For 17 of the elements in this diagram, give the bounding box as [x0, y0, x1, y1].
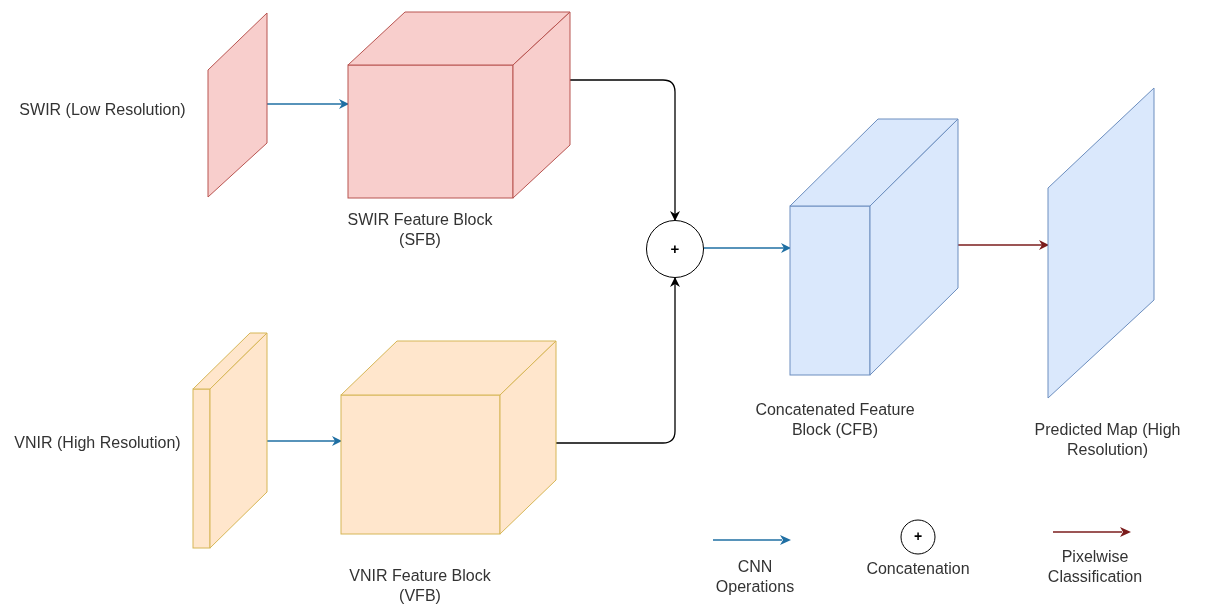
legend-label: CNN Operations — [714, 557, 796, 597]
plus-sign: + — [912, 529, 924, 544]
legend-label: Concatenation — [865, 559, 971, 579]
arrow — [569, 79, 680, 221]
node-label: VNIR (High Resolution) — [13, 433, 182, 453]
node-label: VNIR Feature Block (VFB) — [348, 566, 492, 606]
plus-sign: + — [669, 241, 681, 256]
node-label: Predicted Map (High Resolution) — [1033, 420, 1182, 460]
node-label: SWIR Feature Block (SFB) — [346, 210, 494, 250]
arrow — [703, 243, 791, 253]
arrow — [266, 436, 342, 446]
arrow — [957, 240, 1049, 250]
arrow — [555, 277, 680, 444]
node-label: Concatenated Feature Block (CFB) — [754, 400, 916, 440]
node-label: SWIR (Low Resolution) — [18, 100, 187, 120]
arrow — [266, 99, 349, 109]
legend-label: Pixelwise Classification — [1046, 547, 1144, 587]
